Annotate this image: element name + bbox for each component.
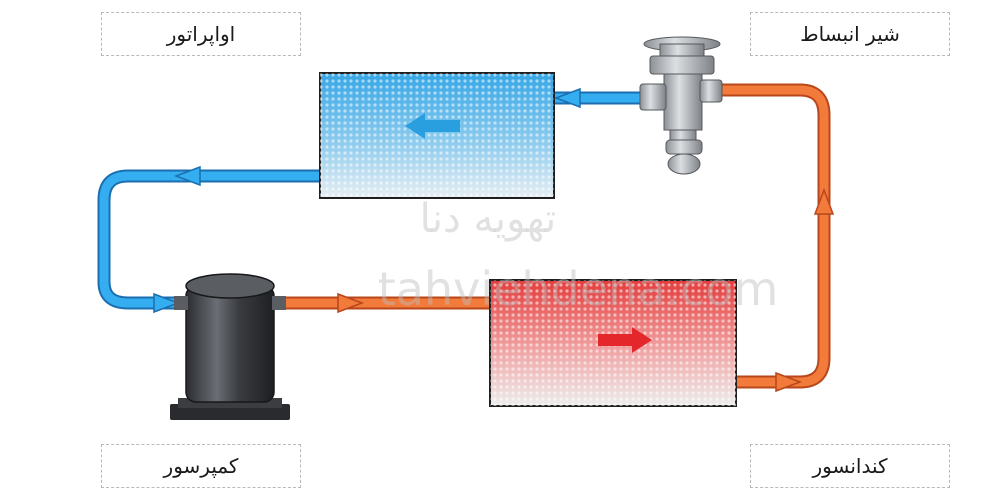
evaporator-label-text: اواپراتور [166, 22, 236, 46]
hot-pipe [265, 83, 831, 389]
expansion-valve [639, 36, 723, 175]
watermark-brand: تهویه دنا [420, 196, 557, 242]
expansion-valve-label-text: شیر انبساط [800, 22, 900, 46]
compressor-label: کمپرسور [101, 444, 301, 488]
condenser-flow-arrow-icon [598, 327, 652, 353]
flow-arrow-icon [153, 292, 181, 314]
evaporator-label: اواپراتور [101, 12, 301, 56]
evaporator [319, 72, 555, 199]
cold-flow-arrows [153, 87, 581, 314]
flow-arrow-icon [337, 292, 365, 314]
condenser-label-text: کندانسور [812, 454, 888, 478]
flow-arrow-icon [775, 371, 803, 393]
watermark-site: tahviehdena.com [378, 262, 779, 316]
condenser [489, 279, 737, 407]
flow-arrow-icon [813, 187, 835, 215]
expansion-valve-label: شیر انبساط [750, 12, 950, 56]
condenser-label: کندانسور [750, 444, 950, 488]
watermark: تهویه دنا tahviehdena.com [378, 196, 779, 316]
flow-arrow-icon [553, 87, 581, 109]
compressor [170, 273, 290, 420]
compressor-label-text: کمپرسور [163, 454, 239, 478]
hot-flow-arrows [337, 187, 835, 393]
evaporator-flow-arrow-icon [405, 113, 460, 139]
flow-arrow-icon [173, 165, 201, 187]
